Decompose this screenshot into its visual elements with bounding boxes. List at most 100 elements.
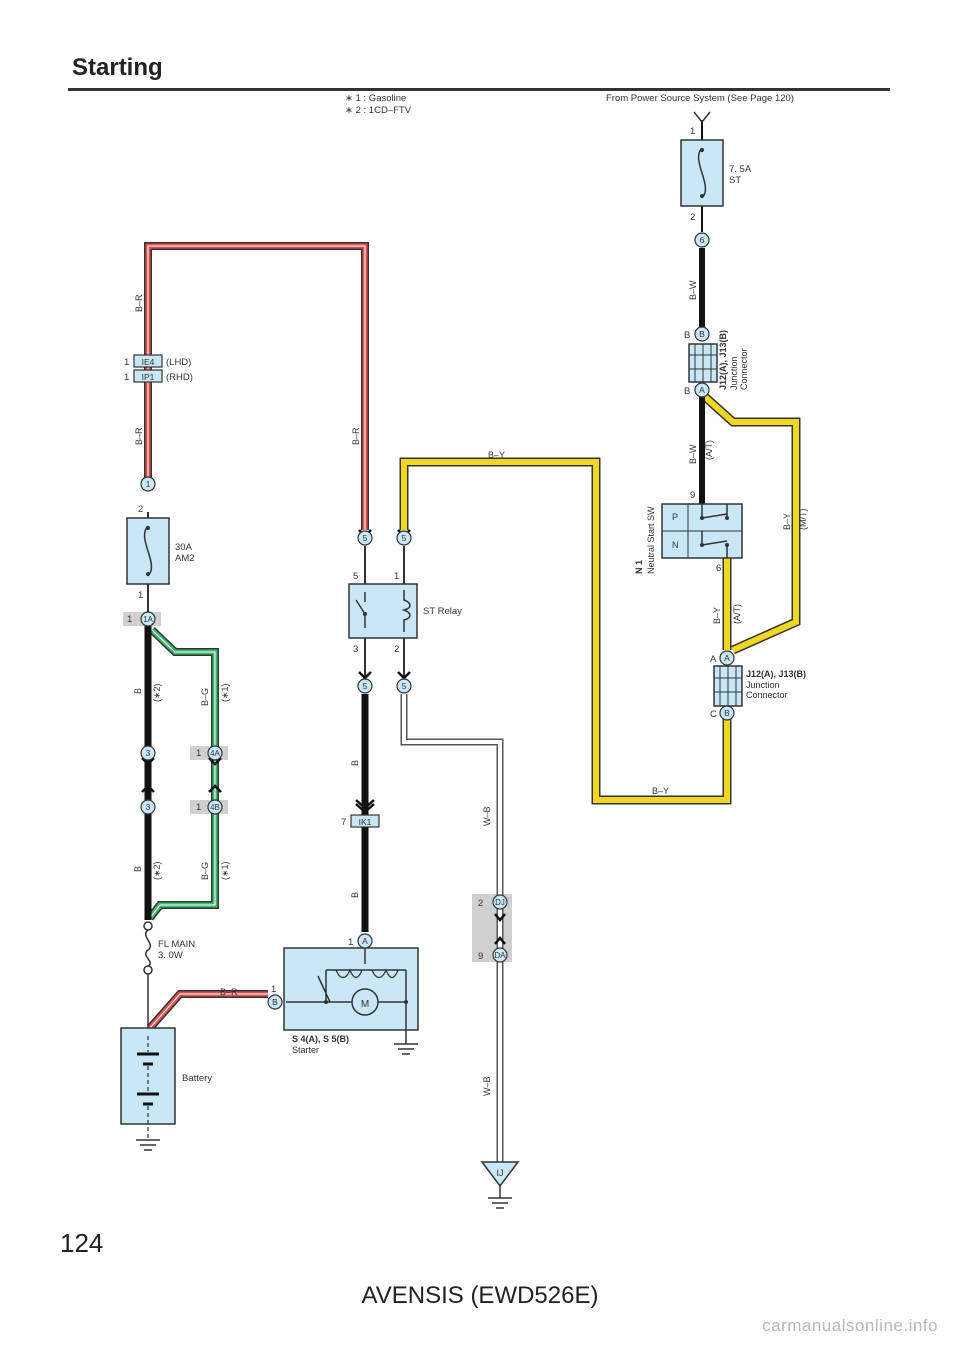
nss-code: N 1 — [634, 560, 644, 574]
ie4-id: IE4 — [142, 357, 155, 367]
st-fuse-pin-in: 1 — [690, 126, 695, 137]
title-rule — [68, 88, 890, 91]
wire-label-b-w-top: B–W — [688, 280, 698, 300]
dj-id: DJ — [495, 898, 505, 907]
neutral-start-switch — [661, 503, 743, 559]
nss-pin6: 6 — [716, 563, 721, 574]
page-title: Starting — [72, 54, 163, 81]
starter-pin-a: 1 — [348, 937, 353, 948]
st-relay-label: ST Relay — [423, 606, 462, 617]
relay-pin1: 1 — [394, 571, 399, 582]
watermark-text: carmanualsonline.info — [762, 1316, 938, 1335]
starter-name: Starter — [292, 1045, 319, 1055]
starter — [283, 947, 419, 1055]
jc-top-name1: Junction — [729, 356, 739, 390]
st-relay — [348, 583, 418, 639]
junction-connector-bottom — [713, 665, 743, 707]
wire-b-y-mt — [700, 392, 801, 655]
ij-ground — [480, 1161, 520, 1209]
note-diesel: ∗ 2 : 1CD–FTV — [345, 105, 412, 116]
junction-connector-top — [688, 343, 718, 383]
jaa-id: A — [724, 653, 730, 663]
wire-label-w-b-2: W–B — [482, 1076, 492, 1096]
ik1-pin: 7 — [341, 817, 346, 828]
c1a-id: 1A — [143, 615, 153, 624]
wire-note-b-1: (∗2) — [152, 683, 162, 702]
starter-code: S 4(A), S 5(B) — [292, 1034, 349, 1044]
battery-label: Battery — [182, 1073, 212, 1084]
wire-note-b-y-at: (A/T) — [732, 604, 742, 624]
jb-pin: B — [684, 330, 690, 341]
ik1-box — [350, 814, 380, 828]
am2-pin-out: 1 — [138, 590, 143, 601]
starter-conn-a-id: A — [362, 936, 368, 946]
wire-label-b-r-top: B–R — [134, 294, 144, 312]
jc-bottom-code: J12(A), J13(B) — [746, 669, 806, 679]
ja-id: A — [699, 385, 705, 395]
ie4-box — [133, 354, 163, 368]
wire-label-b-y-top: B–Y — [488, 450, 505, 460]
ip1-id: IP1 — [142, 372, 155, 382]
fuse-am2 — [126, 517, 170, 585]
da-pin: 9 — [478, 951, 483, 962]
relay-pin2: 2 — [394, 644, 399, 655]
am2-pin-in: 2 — [138, 504, 143, 515]
wire-label-b-w-at: B–W — [688, 444, 698, 464]
wire-label-b-g-2: B–G — [200, 862, 210, 880]
wire-note-b-w-at: (A/T) — [704, 440, 714, 460]
am2-amp: 30A — [175, 542, 193, 553]
wire-note-b-2: (∗2) — [152, 861, 162, 880]
c1-label: 1 — [146, 479, 151, 489]
note-gasoline: ∗ 1 : Gasoline — [345, 93, 406, 104]
c5c-label: 5 — [363, 681, 368, 691]
wire-label-b-r-mid: B–R — [351, 427, 361, 445]
nss-p: P — [672, 512, 678, 522]
dj-pin: 2 — [478, 898, 483, 909]
wire-label-b-g-1: B–G — [200, 688, 210, 706]
ij-label: IJ — [496, 1168, 503, 1178]
jc-top-name2: Connector — [739, 348, 749, 390]
starter-conn-b-id: B — [272, 997, 278, 1007]
wire-b-g — [146, 627, 219, 921]
wire-label-b-y-at: B–Y — [712, 607, 722, 624]
battery — [120, 1027, 176, 1151]
c4b-pin: 1 — [196, 802, 201, 813]
c5d-label: 5 — [402, 681, 407, 691]
jb-id: B — [699, 329, 705, 339]
st-fuse-amp: 7. 5A — [729, 164, 752, 175]
model-footer: AVENSIS (EWD526E) — [361, 1282, 599, 1309]
c3a-label: 3 — [146, 748, 151, 758]
jc-bottom-name1: Junction — [746, 680, 780, 690]
c3b-label: 3 — [146, 802, 151, 812]
fl-main-name: FL MAIN — [158, 939, 195, 950]
wire-label-w-b-1: W–B — [482, 806, 492, 826]
jc-bottom-name2: Connector — [746, 690, 788, 700]
da-id: DA — [494, 951, 506, 960]
wire-label-b-r-battery: B–R — [220, 987, 238, 997]
wire-label-b-2: B — [133, 866, 143, 872]
fl-main-link — [143, 921, 153, 1028]
jc-top-code: J12(A), J13(B) — [718, 330, 728, 390]
nss-pin9: 9 — [690, 490, 695, 501]
wire-label-b-starter: B — [350, 892, 360, 898]
wire-label-b-r-left: B–R — [134, 427, 144, 445]
c4a-id: 4A — [210, 749, 220, 758]
jcb-id: B — [724, 708, 730, 718]
c4a-pin: 1 — [196, 748, 201, 759]
connector-circles — [140, 232, 735, 1010]
relay-pin3: 3 — [353, 644, 358, 655]
wire-note-b-y-mt: (M/T) — [798, 509, 808, 531]
relay-leads — [364, 546, 405, 676]
wire-note-b-g-2: (∗1) — [220, 861, 230, 880]
wire-b-r-loop — [144, 242, 369, 530]
starter-pin-b: 1 — [271, 984, 276, 995]
c6-label: 6 — [700, 235, 705, 245]
ie4-pin: 1 — [124, 357, 129, 368]
nss-n: N — [672, 540, 679, 550]
wire-label-b-y-mt: B–Y — [782, 513, 792, 530]
ja-pin: B — [684, 386, 690, 397]
ip1-pin: 1 — [124, 372, 129, 383]
wire-label-b-y-bottom: B–Y — [652, 786, 669, 796]
c5b-label: 5 — [402, 533, 407, 543]
page-number: 124 — [60, 1228, 104, 1258]
